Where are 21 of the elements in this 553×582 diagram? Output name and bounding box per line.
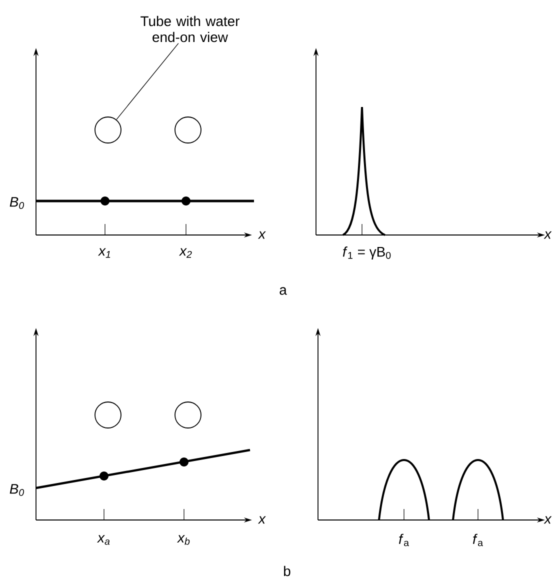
tube-circle [174, 116, 202, 144]
tube-circle [174, 402, 202, 428]
tick-label: x$_{2}$ [178, 248, 192, 258]
callout-text: Tube with water end-on view [140, 16, 240, 42]
panel-label: b [284, 566, 290, 576]
panel-label: a [280, 287, 287, 295]
axis-label: x [258, 516, 266, 524]
tick-label: x$_{b}$ [176, 535, 190, 545]
axis-label: x [258, 231, 266, 239]
tick-label: f$_{1}$ = γB$_{0}$ [342, 246, 391, 260]
axis-label: x [544, 231, 552, 239]
leader-line [116, 42, 179, 120]
axis-label: B$_{0}$ [10, 484, 24, 496]
tick-label: x$_{a}$ [96, 535, 110, 545]
tick-label: f$_{a}$ [398, 534, 409, 546]
axis-label: x [544, 516, 552, 524]
tick-label: x$_{1}$ [98, 248, 110, 258]
tick-label: f$_{a}$ [472, 534, 483, 546]
tube-circle [94, 402, 122, 428]
axis-label: B$_{0}$ [10, 197, 24, 209]
tube-circle [94, 116, 122, 144]
